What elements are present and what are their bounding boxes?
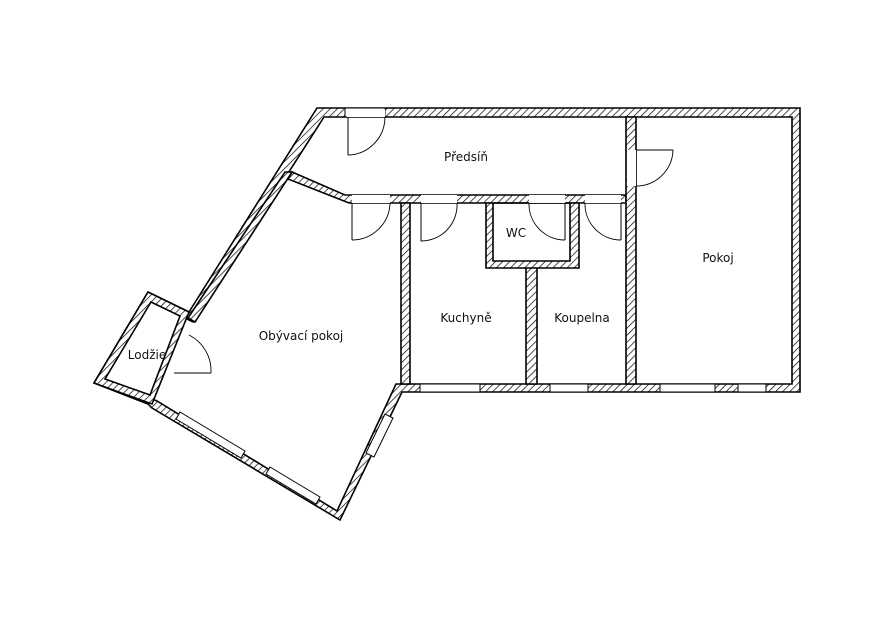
living-kitchen-wall [400,202,411,385]
kitchen-bath-wall [525,264,538,385]
room-window-left [659,383,716,393]
living-window-1 [175,411,246,459]
loggia-door-gap [169,333,194,375]
room-door-arc [635,149,674,187]
bath-door-gap [585,195,621,203]
room-door-gap [627,150,636,186]
wc-door-arc [528,202,566,241]
room-window-right [737,383,767,393]
living-door-gap [352,195,390,203]
room-label-predsin: Předsíň [444,150,488,164]
entrance-door-arc [347,116,386,156]
kitchen-door-arc [420,202,458,242]
wc-door-gap [529,195,565,203]
room-label-pokoj: Pokoj [702,251,733,265]
living-door-arc [351,202,391,241]
loggia-walls [92,290,191,406]
bath-window [549,383,589,393]
room-label-koupelna: Koupelna [554,311,610,325]
entrance-door-gap [347,109,385,117]
room-label-obyvaci-pokoj: Obývací pokoj [259,329,344,343]
room-label-kuchyne: Kuchyně [440,311,491,325]
loggia-door-arc [188,334,212,374]
kitchen-window [419,383,481,393]
bath-door-arc [584,202,622,241]
room-label-wc: WC [506,226,526,240]
living-window-2 [265,466,321,505]
living-window-3 [365,413,394,458]
kitchen-door-gap [421,195,457,203]
living-left-wall [186,171,294,324]
room-label-lodzie: Lodžie [128,348,166,362]
